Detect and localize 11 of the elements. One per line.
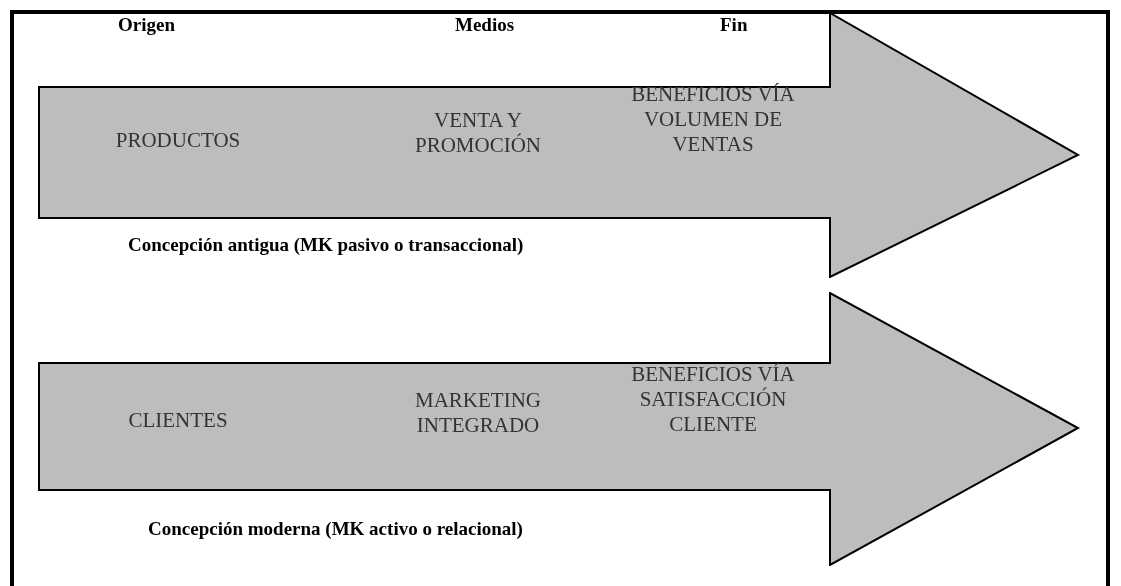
arrow-text: MARKETING INTEGRADO — [414, 388, 542, 438]
arrow-text: BENEFICIOS VÍA VOLUMEN DE VENTAS — [630, 82, 796, 157]
column-heading: Medios — [455, 14, 515, 36]
column-heading: Fin — [720, 14, 748, 36]
arrow-text: CLIENTES — [127, 408, 229, 433]
column-heading: Origen — [118, 14, 175, 36]
node-label: Concepción moderna (MK activo o relacional) — [148, 518, 523, 540]
arrow-text: BENEFICIOS VÍA SATISFACCIÓN CLIENTE — [630, 362, 796, 437]
node-label: Concepción antigua (MK pasivo o transaccional) — [128, 234, 524, 256]
arrow-text: VENTA Y PROMOCIÓN — [414, 108, 542, 158]
arrow-text: PRODUCTOS — [114, 128, 242, 153]
